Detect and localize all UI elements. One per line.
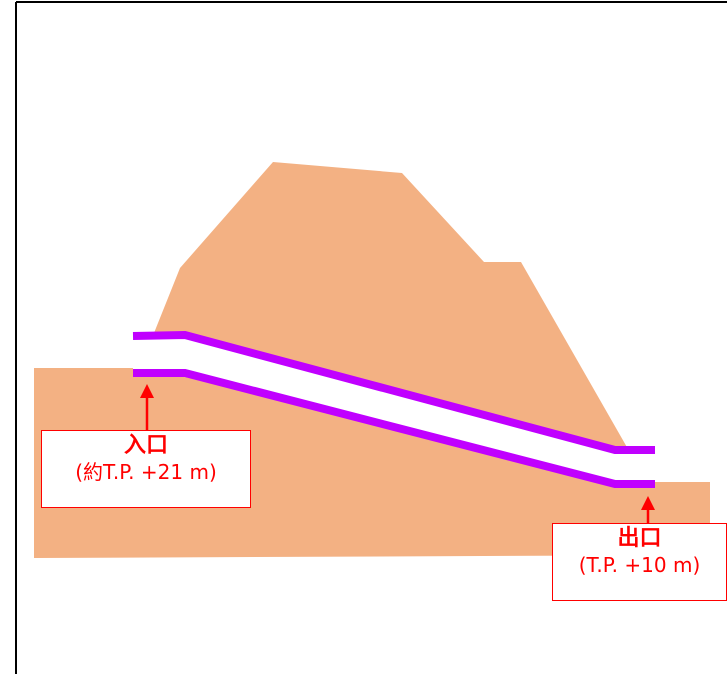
tunnel-interior [133,335,655,483]
entrance-label: 入口 (約T.P. +21 m) [41,430,251,508]
entrance-arrow-head [140,384,154,398]
exit-elevation: (T.P. +10 m) [578,553,701,577]
exit-arrow-head [641,496,655,510]
tunnel-bottom-wall [133,369,655,488]
ground-base [34,368,710,558]
entrance-elevation: (約T.P. +21 m) [75,460,217,484]
tunnel-top-wall [132,330,655,454]
exit-label: 出口 (T.P. +10 m) [552,523,727,601]
exit-title: 出口 [617,526,662,551]
entrance-title: 入口 [123,433,168,458]
